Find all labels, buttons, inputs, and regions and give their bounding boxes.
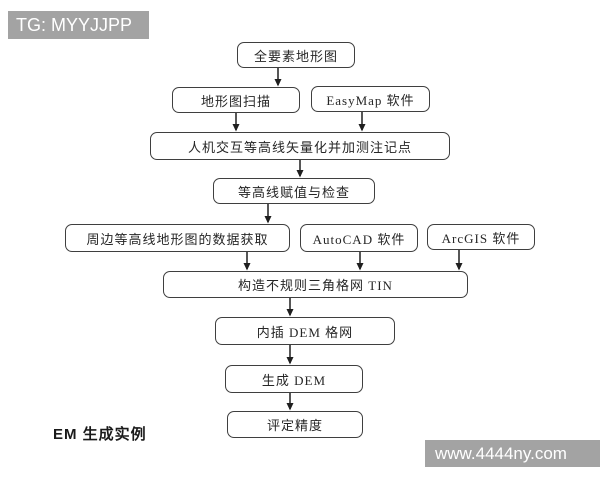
node-contour-check: 等高线赋值与检查 xyxy=(213,178,375,204)
node-interp-dem: 内插 DEM 格网 xyxy=(215,317,395,345)
node-arcgis: ArcGIS 软件 xyxy=(427,224,535,250)
node-topo-scan: 地形图扫描 xyxy=(172,87,300,113)
watermark-tg-badge: TG: MYYJJPP xyxy=(8,11,149,39)
node-vectorize: 人机交互等高线矢量化并加测注记点 xyxy=(150,132,450,160)
node-generate-dem: 生成 DEM xyxy=(225,365,363,393)
node-peripheral-data: 周边等高线地形图的数据获取 xyxy=(65,224,290,252)
watermark-url-badge: www.4444ny.com xyxy=(425,440,600,467)
node-autocad: AutoCAD 软件 xyxy=(300,224,418,252)
node-tin: 构造不规则三角格网 TIN xyxy=(163,271,468,298)
node-full-topo-map: 全要素地形图 xyxy=(237,42,355,68)
node-easymap: EasyMap 软件 xyxy=(311,86,430,112)
figure-caption: EM 生成实例 xyxy=(53,426,147,443)
node-accuracy: 评定精度 xyxy=(227,411,363,438)
